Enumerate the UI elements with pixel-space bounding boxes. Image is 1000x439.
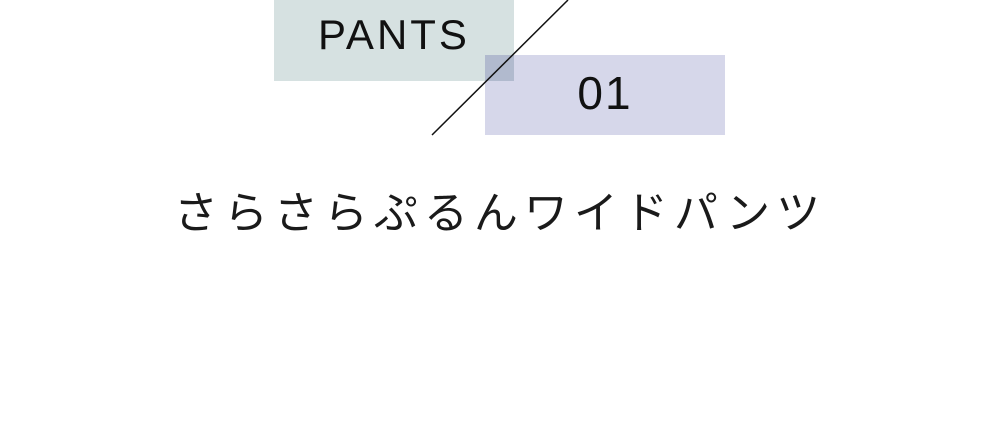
category-label: PANTS: [318, 11, 470, 58]
category-label-background: [274, 0, 514, 81]
product-title: さらさらぷるんワイドパンツ: [173, 188, 827, 239]
number-label-background: [485, 55, 725, 135]
item-number: 01: [577, 67, 633, 119]
